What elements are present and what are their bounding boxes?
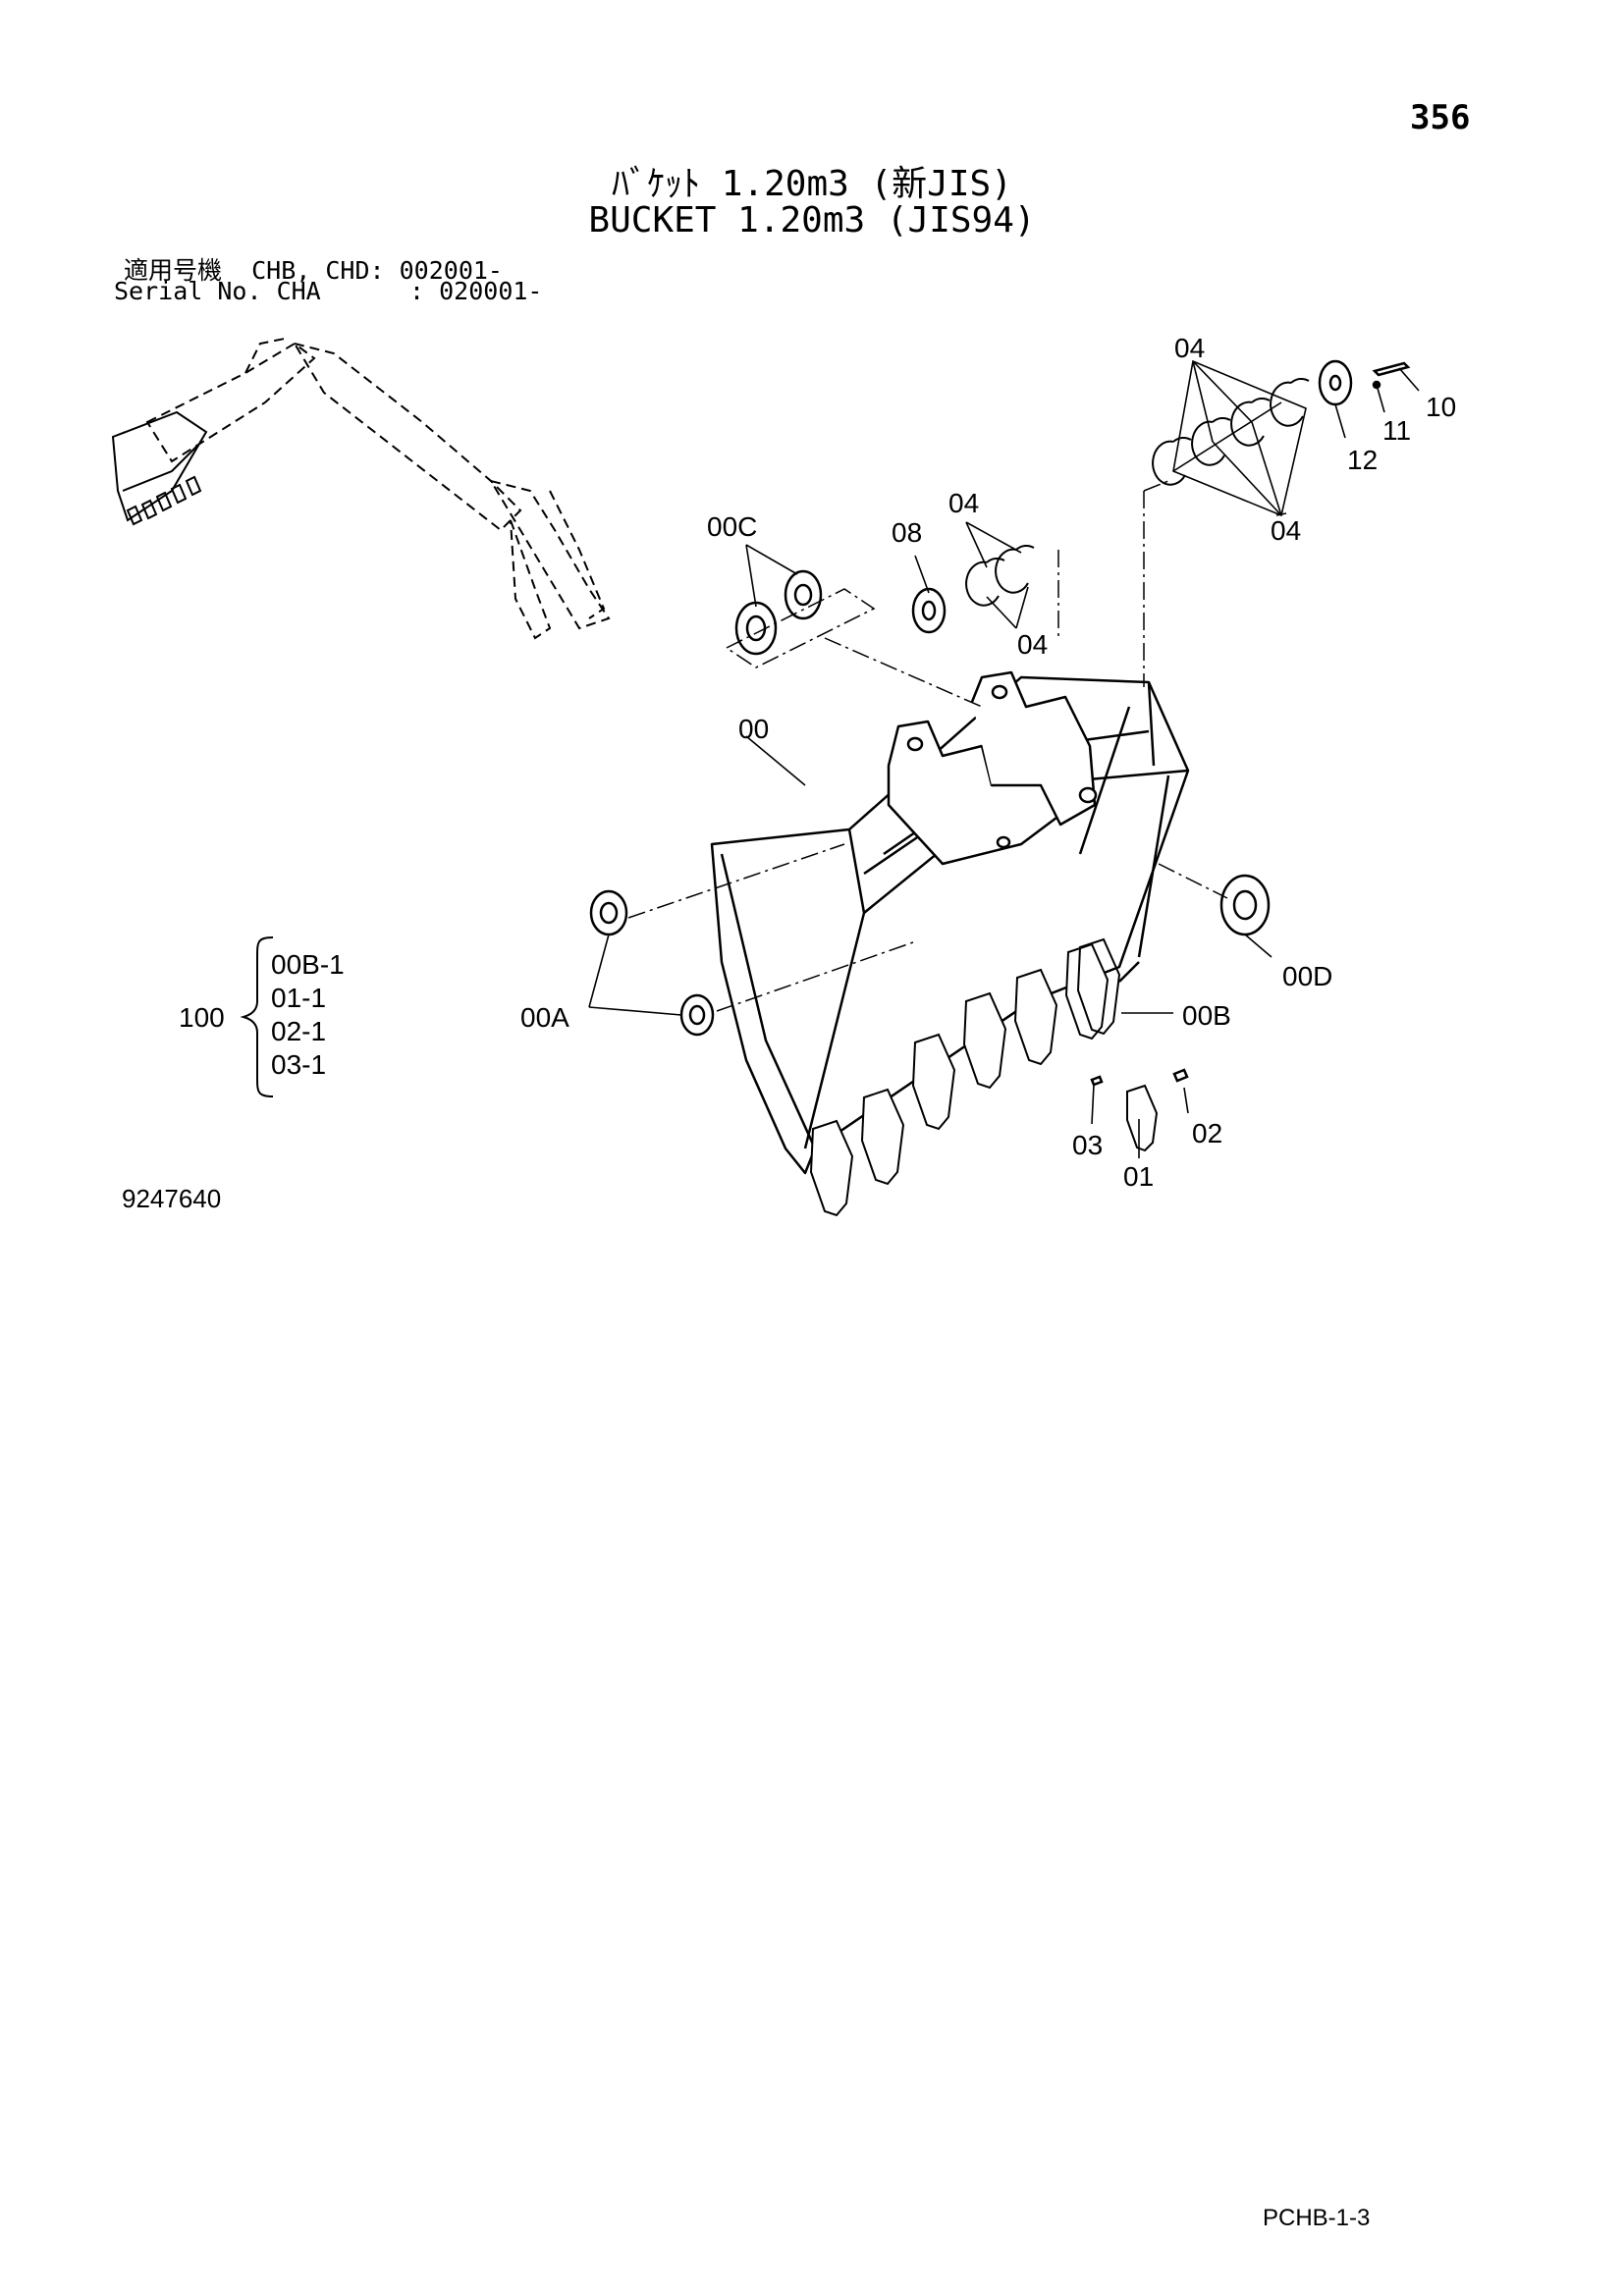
bucket-body bbox=[710, 670, 1190, 1175]
assembly-guide-lines bbox=[627, 480, 1228, 1012]
kit-item: 03-1 bbox=[271, 1049, 326, 1080]
kit-item: 02-1 bbox=[271, 1016, 326, 1046]
title-japanese: ﾊﾞｹｯﾄ 1.20m3 (新JIS) bbox=[612, 164, 1012, 204]
bucket-teeth bbox=[809, 937, 1159, 1217]
leader-lines bbox=[588, 359, 1420, 1158]
callout-00C: 00C bbox=[707, 511, 757, 542]
callout-00: 00 bbox=[738, 714, 769, 744]
page-number: 356 bbox=[1410, 98, 1471, 137]
callout-11: 11 bbox=[1382, 415, 1411, 446]
kit-list: 100 00B-1 01-1 02-1 03-1 bbox=[179, 949, 345, 1080]
drawing-number: 9247640 bbox=[122, 1184, 222, 1213]
kit-item: 00B-1 bbox=[271, 949, 345, 980]
kit-brace bbox=[240, 936, 274, 1097]
footer-code: PCHB-1-3 bbox=[1263, 2205, 1371, 2231]
callout-04-top: 04 bbox=[1174, 333, 1205, 363]
title-english: BUCKET 1.20m3 (JIS94) bbox=[588, 200, 1036, 240]
kit-item: 01-1 bbox=[271, 983, 326, 1013]
serial-number-line: Serial No. CHA : 020001- bbox=[114, 277, 543, 305]
callout-labels: 04 10 11 12 04 00C 08 04 04 00 00D 00A 0… bbox=[520, 333, 1456, 1192]
callout-08: 08 bbox=[892, 517, 922, 548]
callout-00D: 00D bbox=[1282, 961, 1332, 991]
callout-04-right: 04 bbox=[1271, 515, 1301, 546]
callout-10: 10 bbox=[1426, 392, 1456, 422]
shim-rings bbox=[965, 378, 1310, 607]
callout-04-mid-low: 04 bbox=[1017, 629, 1048, 660]
callout-04-mid: 04 bbox=[948, 488, 979, 518]
callout-02: 02 bbox=[1192, 1118, 1222, 1148]
callout-00A: 00A bbox=[520, 1002, 569, 1033]
serial-applicability-line: 適用号機 CHB, CHD: 002001- bbox=[124, 256, 503, 285]
callout-12: 12 bbox=[1347, 445, 1378, 475]
callout-01: 01 bbox=[1123, 1161, 1154, 1192]
excavator-arm-thumbnail bbox=[111, 338, 611, 640]
callout-03: 03 bbox=[1072, 1130, 1103, 1160]
callout-00B: 00B bbox=[1182, 1000, 1231, 1031]
kit-label: 100 bbox=[179, 1002, 225, 1033]
pin-seal-parts bbox=[589, 359, 1411, 1087]
